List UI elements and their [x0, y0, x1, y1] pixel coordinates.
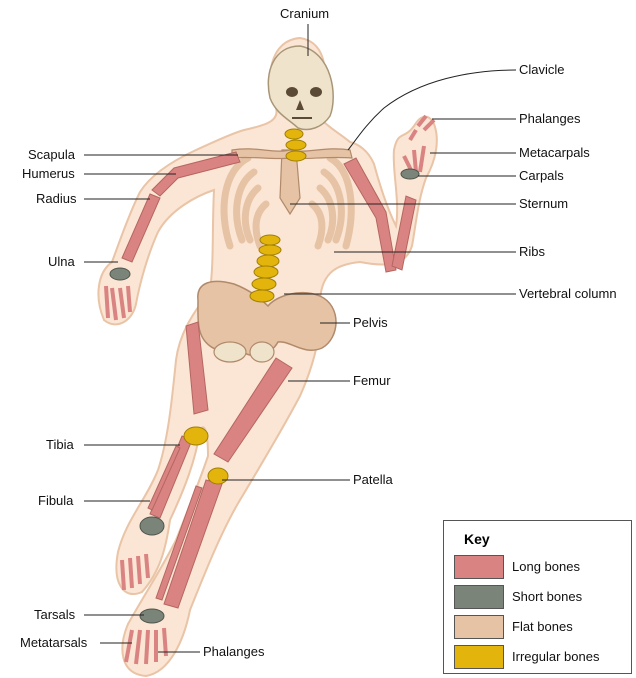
- legend-label: Flat bones: [512, 619, 573, 634]
- label-metacarpals: Metacarpals: [519, 145, 590, 161]
- legend-item-flat-bones: Flat bones: [454, 615, 629, 641]
- label-carpals: Carpals: [519, 168, 564, 184]
- left-patella: [184, 427, 208, 445]
- legend-title: Key: [464, 531, 490, 547]
- right-carpals: [401, 169, 419, 179]
- label-fibula: Fibula: [38, 493, 73, 509]
- legend-label: Short bones: [512, 589, 582, 604]
- label-tarsals: Tarsals: [34, 607, 75, 623]
- label-vertebral-column: Vertebral column: [519, 286, 617, 302]
- label-scapula: Scapula: [28, 147, 75, 163]
- legend-label: Irregular bones: [512, 649, 599, 664]
- label-humerus: Humerus: [22, 166, 75, 182]
- label-femur: Femur: [353, 373, 391, 389]
- label-pelvis: Pelvis: [353, 315, 388, 331]
- label-tibia: Tibia: [46, 437, 74, 453]
- label-radius: Radius: [36, 191, 76, 207]
- label-cranium: Cranium: [280, 6, 329, 22]
- legend-label: Long bones: [512, 559, 580, 574]
- legend-swatch: [454, 555, 504, 579]
- left-tarsals: [140, 517, 164, 535]
- label-phalanges-foot: Phalanges: [203, 644, 264, 660]
- label-sternum: Sternum: [519, 196, 568, 212]
- left-carpals: [110, 268, 130, 280]
- label-metatarsals: Metatarsals: [20, 635, 87, 651]
- label-ribs: Ribs: [519, 244, 545, 260]
- legend-item-irregular-bones: Irregular bones: [454, 645, 629, 671]
- label-patella: Patella: [353, 472, 393, 488]
- legend-swatch: [454, 645, 504, 669]
- label-phalanges-hand: Phalanges: [519, 111, 580, 127]
- legend-swatch: [454, 615, 504, 639]
- legend-item-long-bones: Long bones: [454, 555, 629, 581]
- legend-swatch: [454, 585, 504, 609]
- legend-key: Key Long bones Short bones Flat bones Ir…: [443, 520, 632, 674]
- legend-item-short-bones: Short bones: [454, 585, 629, 611]
- label-clavicle: Clavicle: [519, 62, 565, 78]
- right-tarsals: [140, 609, 164, 623]
- label-ulna: Ulna: [48, 254, 75, 270]
- right-patella: [208, 468, 228, 484]
